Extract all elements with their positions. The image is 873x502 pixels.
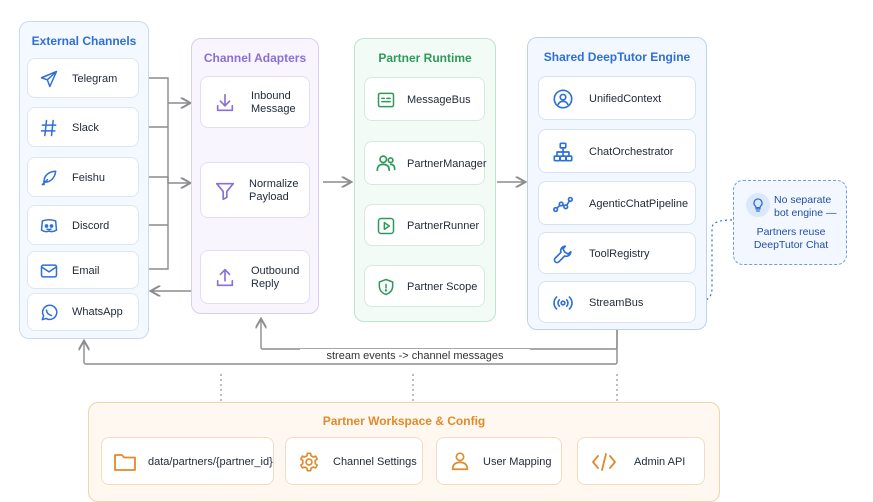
- channel-label: Telegram: [72, 73, 118, 85]
- runtime-label: PartnerManager: [407, 158, 487, 170]
- discord-icon: [38, 215, 60, 237]
- engine-chatorchestrator[interactable]: ChatOrchestrator: [538, 129, 696, 173]
- engine-label: ToolRegistry: [589, 248, 650, 260]
- partner-runtime-title: Partner Runtime: [378, 51, 472, 65]
- channel-adapters-title: Channel Adapters: [203, 51, 307, 65]
- channel-label: Discord: [72, 220, 110, 232]
- upload-icon: [213, 266, 237, 290]
- engine-label: AgenticChatPipeline: [589, 198, 689, 210]
- channel-label: Feishu: [72, 172, 106, 184]
- lightbulb-icon: [746, 193, 770, 217]
- folder-icon: [112, 450, 138, 474]
- shield-icon: [375, 276, 397, 298]
- dots-note: [696, 219, 733, 303]
- engine-label: UnifiedContext: [589, 93, 662, 105]
- channel-label: Email: [72, 265, 100, 277]
- channel-label: WhatsApp: [72, 306, 123, 318]
- engine-unifiedcontext[interactable]: UnifiedContext: [538, 76, 696, 120]
- download-icon: [213, 91, 237, 115]
- channel-email[interactable]: Email: [27, 251, 139, 289]
- workspace-label: Channel Settings: [333, 456, 417, 468]
- workspace-label: Admin API: [634, 456, 686, 468]
- engine-toolregistry[interactable]: ToolRegistry: [538, 232, 696, 274]
- workspace-label: data/partners/{partner_id}: [148, 456, 273, 468]
- wrench-icon: [551, 242, 575, 266]
- hierarchy-icon: [551, 140, 575, 164]
- engine-label: ChatOrchestrator: [589, 146, 674, 158]
- user-icon: [447, 449, 473, 473]
- users-icon: [375, 152, 397, 174]
- workspace-channel-settings[interactable]: Channel Settings: [285, 437, 423, 485]
- runtime-partnerscope[interactable]: Partner Scope: [364, 265, 485, 307]
- workspace-data-folder[interactable]: data/partners/{partner_id}: [101, 437, 274, 485]
- wire-telegram: [140, 77, 189, 103]
- engine-label: StreamBus: [589, 297, 644, 309]
- runtime-partnerrunner[interactable]: PartnerRunner: [364, 204, 485, 246]
- workspace-label: User Mapping: [483, 456, 552, 468]
- code-icon: [590, 450, 618, 474]
- channel-feishu[interactable]: Feishu: [27, 157, 139, 197]
- external-channels-title: External Channels: [31, 34, 137, 48]
- play-icon: [375, 215, 397, 237]
- channel-telegram[interactable]: Telegram: [27, 58, 139, 98]
- channel-slack[interactable]: Slack: [27, 107, 139, 147]
- message-bus-icon: [375, 89, 397, 111]
- engine-title: Shared DeepTutor Engine: [543, 50, 691, 64]
- user-circle-icon: [551, 87, 575, 111]
- gear-icon: [296, 450, 322, 474]
- broadcast-icon: [551, 291, 575, 315]
- runtime-messagebus[interactable]: MessageBus: [364, 77, 485, 121]
- channel-discord[interactable]: Discord: [27, 205, 139, 245]
- workspace-title: Partner Workspace & Config: [322, 414, 486, 428]
- channel-label: Slack: [72, 122, 99, 134]
- runtime-label: PartnerRunner: [407, 220, 480, 232]
- pipeline-icon: [551, 192, 575, 216]
- wire-email: [140, 103, 169, 270]
- runtime-partnermanager[interactable]: PartnerManager: [364, 141, 487, 185]
- channel-whatsapp[interactable]: WhatsApp: [27, 293, 139, 331]
- workspace-admin-api[interactable]: Admin API: [577, 437, 705, 485]
- runtime-label: Partner Scope: [407, 281, 478, 293]
- stream-label: stream events -> channel messages: [300, 349, 530, 363]
- whatsapp-icon: [38, 302, 60, 324]
- engine-streambus[interactable]: StreamBus: [538, 281, 696, 323]
- send-icon: [38, 68, 60, 90]
- filter-icon: [213, 179, 237, 203]
- engine-agenticchatpipeline[interactable]: AgenticChatPipeline: [538, 181, 696, 225]
- feather-icon: [38, 167, 60, 189]
- mail-icon: [38, 260, 60, 282]
- runtime-label: MessageBus: [407, 94, 471, 106]
- hash-icon: [38, 117, 60, 139]
- workspace-user-mapping[interactable]: User Mapping: [436, 437, 562, 485]
- wire-stream-channels: [84, 322, 618, 365]
